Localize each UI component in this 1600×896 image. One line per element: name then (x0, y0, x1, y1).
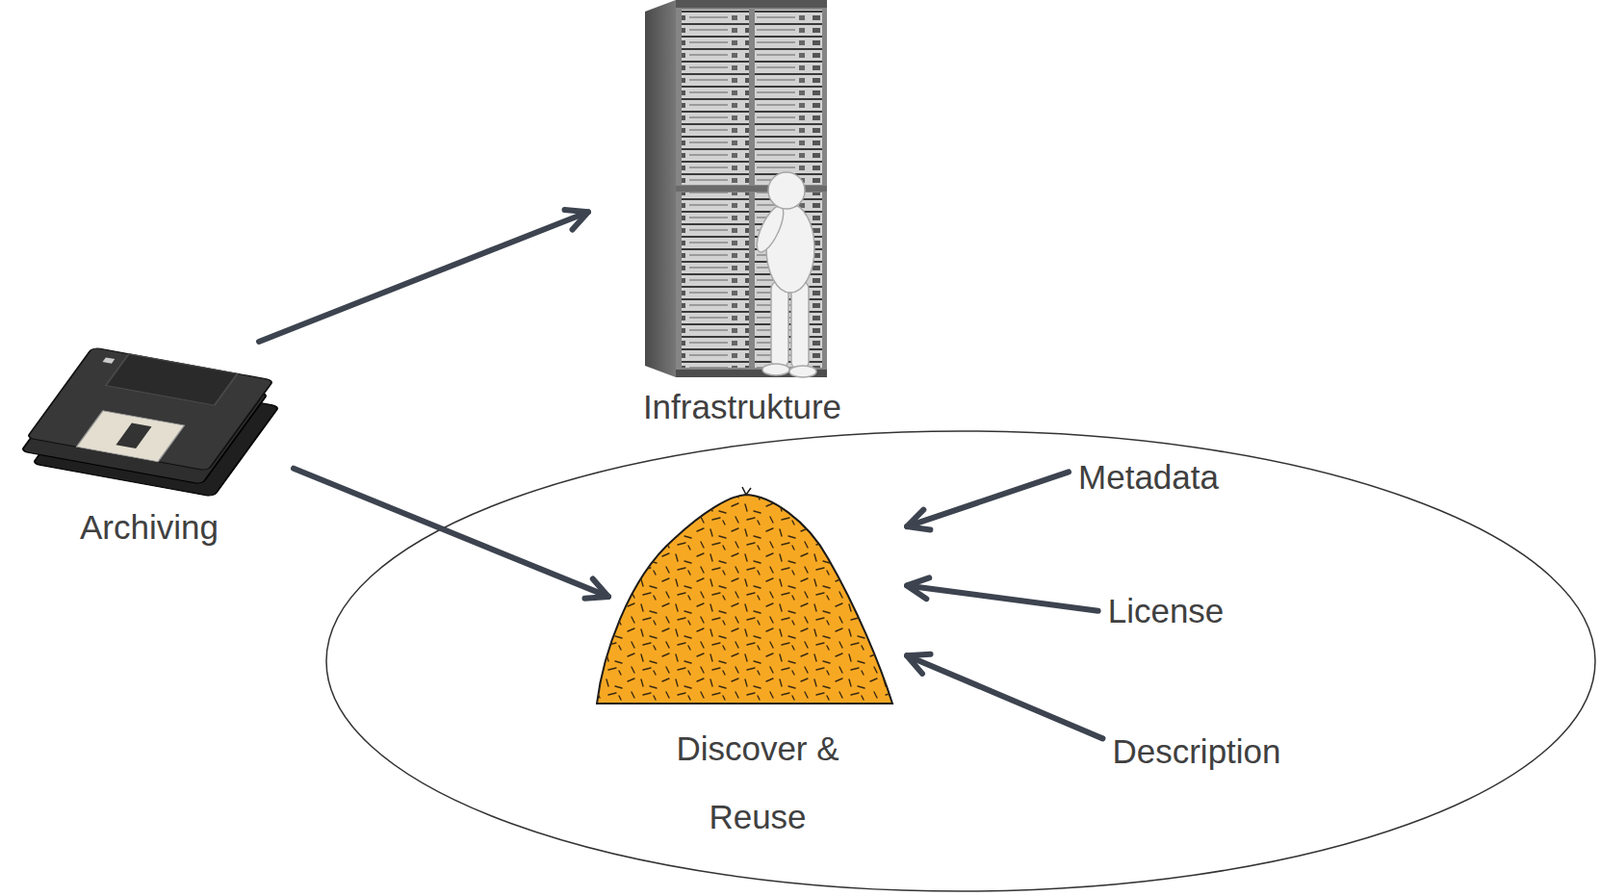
metadata-node: Metadata (1068, 451, 1229, 504)
haystack-tip (742, 487, 751, 495)
connector-arrow (906, 655, 1103, 739)
rack-top (675, 0, 827, 8)
server-rack (645, 0, 827, 378)
figure-foot (762, 363, 790, 376)
node-label: Discover & Reuse (651, 714, 864, 852)
scope-ellipse (326, 431, 1596, 892)
figure-arm (751, 203, 789, 257)
rack-units (681, 9, 749, 185)
disk-body (26, 347, 274, 471)
rack-side (645, 0, 676, 378)
connector-arrow (293, 468, 609, 597)
floppy-stack (21, 347, 280, 497)
connector-arrow (906, 471, 1069, 527)
shutter-slot (115, 423, 152, 449)
figure-foot (789, 365, 817, 378)
discover-reuse-node: Discover & Reuse (608, 486, 907, 855)
figure-leg (771, 281, 789, 368)
rack-units (754, 192, 823, 368)
node-label: Metadata (1078, 455, 1219, 500)
haystack-straw (596, 494, 893, 704)
connector-arrow (258, 211, 589, 342)
technician-figure (751, 172, 817, 378)
node-label: Description (1111, 729, 1281, 775)
disk-shutter (77, 411, 185, 463)
figure-leg (791, 281, 809, 370)
node-label: License (1108, 589, 1225, 634)
figure-head (768, 172, 805, 209)
floppy-disk (26, 347, 274, 471)
description-node: Description (1102, 725, 1291, 778)
archiving-node: Archiving (4, 341, 294, 554)
rack-units (754, 9, 823, 185)
write-protect (102, 357, 115, 363)
infrastructure-node: Infrastrukture (588, 0, 897, 434)
node-label: Archiving (4, 505, 294, 550)
disk-label-area (105, 354, 238, 406)
license-node: License (1098, 585, 1235, 638)
rack-front (675, 0, 827, 378)
connector-arrow (906, 585, 1099, 611)
haystack-body (596, 494, 893, 704)
node-label: Infrastrukture (588, 385, 897, 430)
rack-units (681, 192, 749, 368)
haystack (596, 487, 893, 704)
